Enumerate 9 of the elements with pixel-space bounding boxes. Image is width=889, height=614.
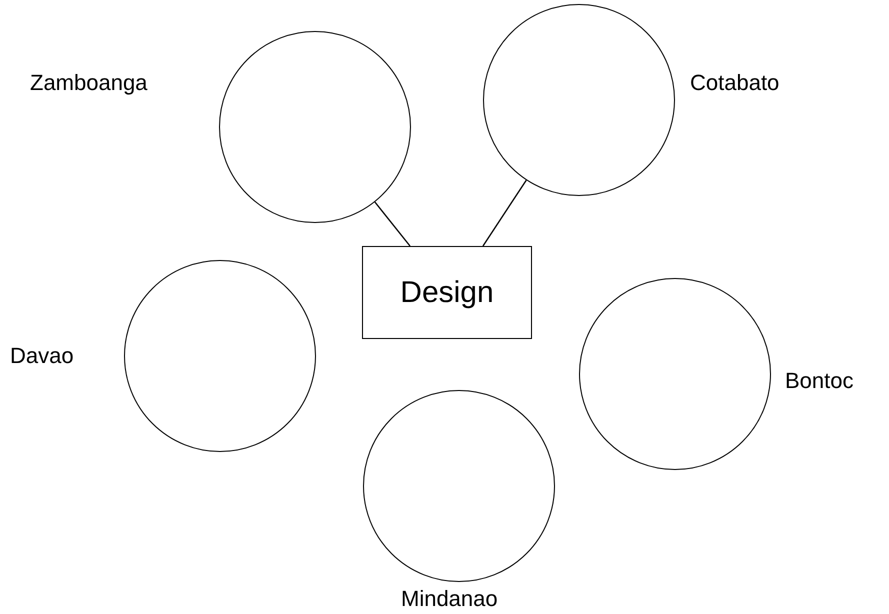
place-name: Mindanao bbox=[401, 588, 498, 610]
connector-line bbox=[374, 202, 410, 246]
place-name: Bontoc bbox=[785, 370, 854, 392]
node-label: Design bbox=[400, 276, 494, 310]
connector-line bbox=[482, 180, 527, 246]
place-name: Cotabato bbox=[690, 72, 780, 94]
place-name: Zamboanga bbox=[30, 72, 148, 94]
text-box bbox=[362, 246, 532, 339]
place-name: Davao bbox=[10, 345, 74, 367]
